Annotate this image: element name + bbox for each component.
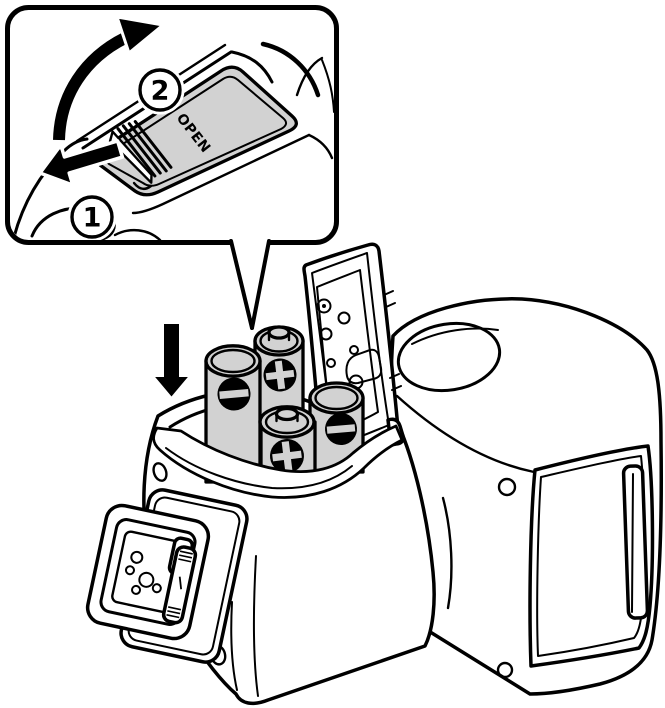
door-rivet bbox=[316, 298, 332, 314]
lever-slit bbox=[178, 576, 183, 590]
door-rivet bbox=[326, 358, 336, 368]
step-2-badge: 2 bbox=[135, 65, 185, 115]
cover-notch bbox=[132, 181, 153, 191]
head-pivot-arc-outer bbox=[321, 59, 334, 113]
plus-symbol bbox=[263, 358, 297, 392]
battery-top-inner-ring bbox=[314, 385, 359, 411]
lever-knurl-top bbox=[178, 550, 193, 563]
door-rivet bbox=[337, 311, 351, 325]
battery-nub-side bbox=[275, 412, 299, 423]
minus-symbol bbox=[217, 377, 251, 411]
lift-cover-arrow bbox=[49, 15, 165, 150]
shoe-contact-pin bbox=[151, 583, 162, 594]
cover-seam-right bbox=[307, 133, 334, 160]
flash-head bbox=[389, 297, 663, 696]
minus-symbol bbox=[325, 413, 357, 445]
flash-head-screw-top bbox=[497, 477, 517, 497]
door-edge-tick bbox=[389, 373, 402, 391]
flash-head-top-inner-line bbox=[411, 327, 499, 345]
insert-direction-arrow bbox=[150, 322, 193, 400]
flash-head-side-bar-line bbox=[631, 473, 634, 613]
door-rivet bbox=[349, 345, 359, 355]
battery-positive-nub bbox=[267, 325, 291, 340]
flash-head-face-edge bbox=[395, 394, 536, 474]
door-plate bbox=[316, 269, 379, 435]
flash-head-front-panel bbox=[528, 444, 655, 668]
door-edge-tick bbox=[383, 290, 396, 308]
battery-nub-side bbox=[267, 331, 291, 342]
flash-head-front-panel-inner bbox=[536, 455, 646, 657]
head-pivot-join bbox=[230, 50, 274, 84]
body-dimple bbox=[152, 462, 168, 482]
battery-top-inner-ring bbox=[210, 348, 256, 374]
inset-callout: OPEN 1 2 bbox=[5, 5, 339, 330]
flash-head-side-arc bbox=[441, 496, 453, 610]
plus-symbol bbox=[270, 439, 304, 473]
door-rivet bbox=[319, 327, 333, 341]
head-pivot-arc bbox=[260, 41, 321, 98]
shoe-contact-pin bbox=[124, 565, 135, 576]
door-latch bbox=[345, 348, 383, 385]
lever-knurl-bottom bbox=[166, 606, 182, 619]
flash-head-side-bar bbox=[621, 464, 650, 620]
flash-head-screw-bottom bbox=[496, 661, 514, 679]
cover-seam-line bbox=[131, 133, 311, 215]
step-2-number: 2 bbox=[151, 76, 170, 107]
hot-shoe-foot bbox=[85, 488, 249, 664]
shoe-contact-pin bbox=[138, 571, 155, 588]
door-rivet-dot bbox=[322, 304, 326, 308]
head-pivot-arc-inner bbox=[295, 56, 324, 97]
flash-head-top-ellipse bbox=[396, 321, 502, 393]
callout-pointer bbox=[229, 239, 271, 330]
shoe-contact-pin bbox=[130, 550, 144, 564]
shoe-lock-lever bbox=[161, 545, 198, 625]
batteries bbox=[204, 325, 365, 494]
body-crease-front bbox=[252, 555, 259, 697]
shoe-contact-pin bbox=[131, 584, 142, 595]
step-1-badge: 1 bbox=[67, 192, 117, 240]
front-rim-mid-line bbox=[165, 447, 353, 490]
step-1-number: 1 bbox=[83, 203, 102, 234]
front-rim-band bbox=[152, 424, 404, 499]
body-contour-right-of-badge bbox=[113, 228, 162, 240]
battery-positive-nub bbox=[274, 406, 300, 422]
body-crease-left bbox=[230, 601, 238, 691]
